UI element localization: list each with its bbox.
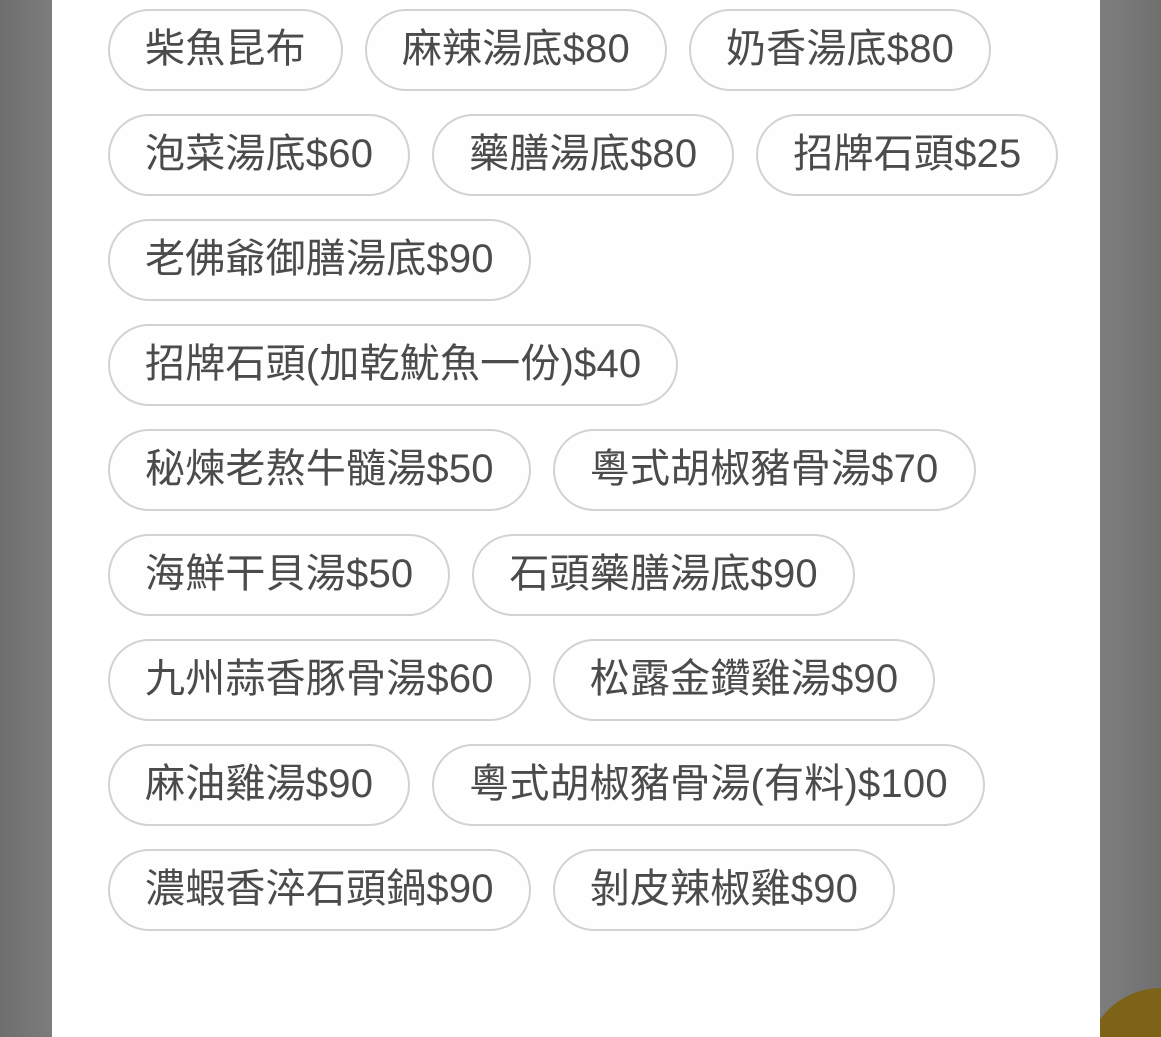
soup-base-chip-label: 海鮮干貝湯$50: [145, 552, 414, 596]
soup-base-chip[interactable]: 泡菜湯底$60: [108, 114, 411, 196]
soup-base-chip[interactable]: 海鮮干貝湯$50: [108, 534, 451, 616]
soup-base-chip-label: 粵式胡椒豬骨湯(有料)$100: [469, 762, 948, 806]
soup-base-chip[interactable]: 剝皮辣椒雞$90: [552, 849, 896, 931]
soup-base-chip-label: 柴魚昆布: [145, 27, 306, 71]
soup-base-chip-label: 濃蝦香淬石頭鍋$90: [145, 867, 494, 911]
soup-base-chip[interactable]: 濃蝦香淬石頭鍋$90: [108, 849, 531, 931]
soup-base-chip[interactable]: 柴魚昆布: [108, 9, 343, 91]
frame-band-left: [0, 0, 52, 1037]
soup-base-chip[interactable]: 九州蒜香豚骨湯$60: [108, 639, 531, 721]
soup-base-chip[interactable]: 粵式胡椒豬骨湯(有料)$100: [432, 744, 985, 826]
soup-base-chip[interactable]: 麻辣湯底$80: [364, 9, 667, 91]
soup-base-chip-label: 松露金鑽雞湯$90: [589, 657, 899, 701]
soup-base-chip-label: 麻油雞湯$90: [145, 762, 374, 806]
soup-base-chip-label: 麻辣湯底$80: [401, 27, 630, 71]
soup-base-chip-label: 九州蒜香豚骨湯$60: [145, 657, 494, 701]
soup-base-chip[interactable]: 石頭藥膳湯底$90: [472, 534, 855, 616]
soup-base-chip[interactable]: 麻油雞湯$90: [108, 744, 411, 826]
soup-base-chip[interactable]: 招牌石頭(加乾魷魚一份)$40: [108, 324, 679, 406]
soup-base-option-panel: 柴魚昆布 麻辣湯底$80 奶香湯底$80 泡菜湯底$60 藥膳湯底$80 招牌石頭$25 老…: [52, 0, 1100, 1037]
soup-base-chip-label: 石頭藥膳湯底$90: [509, 552, 818, 596]
soup-base-chip-label: 粵式胡椒豬骨湯$70: [589, 447, 939, 491]
soup-base-chip-label: 招牌石頭$25: [793, 132, 1022, 176]
soup-base-chip[interactable]: 秘煉老熬牛髓湯$50: [108, 429, 531, 511]
soup-base-chip-label: 剝皮辣椒雞$90: [589, 867, 859, 911]
soup-base-chip-label: 招牌石頭(加乾魷魚一份)$40: [145, 342, 642, 386]
soup-base-chip-label: 藥膳湯底$80: [469, 132, 698, 176]
soup-base-chip[interactable]: 藥膳湯底$80: [432, 114, 735, 196]
soup-base-chip[interactable]: 招牌石頭$25: [756, 114, 1059, 196]
soup-base-chip[interactable]: 松露金鑽雞湯$90: [552, 639, 936, 721]
soup-base-chip[interactable]: 粵式胡椒豬骨湯$70: [552, 429, 976, 511]
soup-base-chip-label: 泡菜湯底$60: [145, 132, 374, 176]
frame-band-right: [1100, 0, 1161, 1037]
soup-base-chip-list: 柴魚昆布 麻辣湯底$80 奶香湯底$80 泡菜湯底$60 藥膳湯底$80 招牌石頭$25 老…: [108, 9, 1068, 931]
soup-base-chip-label: 秘煉老熬牛髓湯$50: [145, 447, 494, 491]
soup-base-chip[interactable]: 奶香湯底$80: [688, 9, 992, 91]
soup-base-chip-label: 老佛爺御膳湯底$90: [145, 237, 494, 281]
soup-base-chip[interactable]: 老佛爺御膳湯底$90: [108, 219, 531, 301]
soup-base-chip-label: 奶香湯底$80: [725, 27, 955, 71]
